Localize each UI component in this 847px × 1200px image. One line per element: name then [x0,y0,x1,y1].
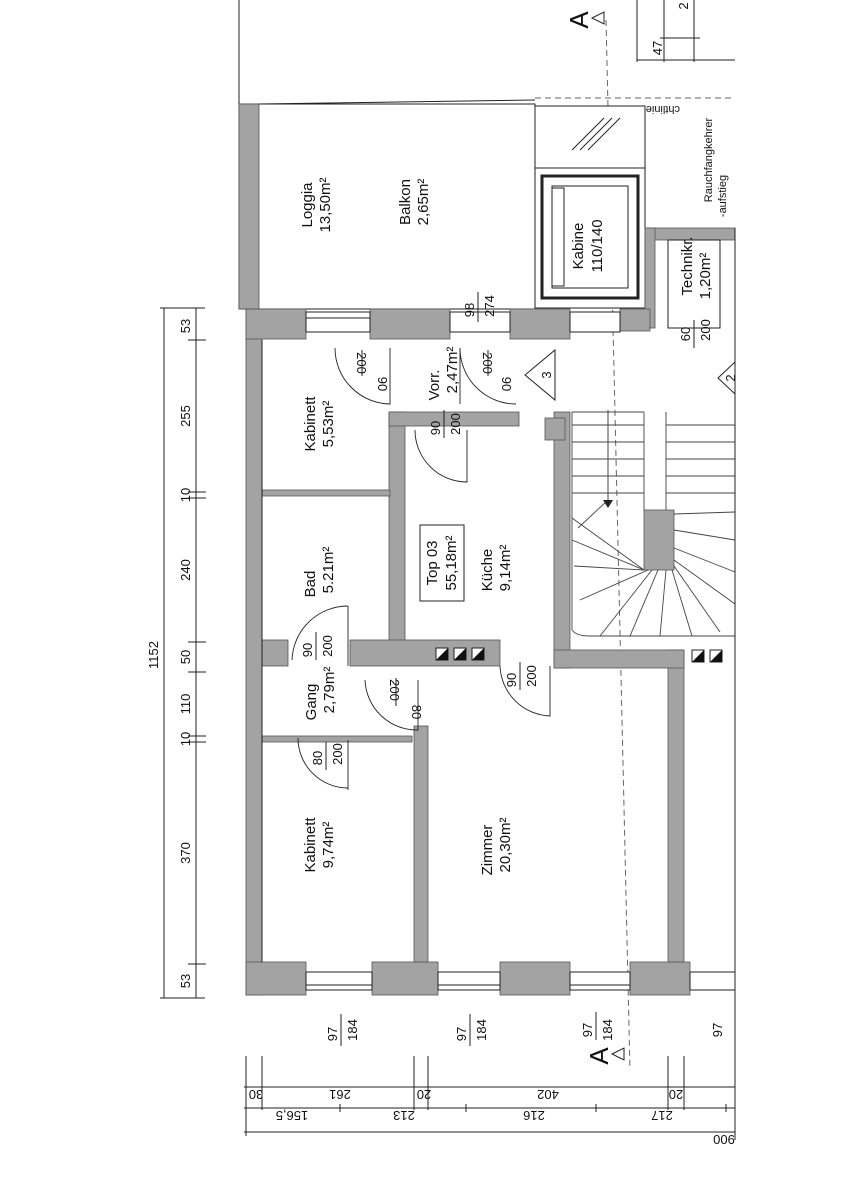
dim-bottom-r2-0: 156,5 [276,1108,309,1123]
room-kabinett2-area: 9,74m² [320,822,337,869]
door-6-w: 80 [310,751,325,765]
door-4-h: 200 [320,635,335,657]
dim-bottom-r1-0: 30 [249,1087,263,1102]
room-balkon-area: 2,65m² [415,179,432,226]
room-loggia-area: 13,50m² [317,177,334,232]
window-2-w: 97 [454,1027,469,1041]
room-kabine-name: Kabine [570,223,587,270]
dim-left-seg-8: 53 [178,974,193,988]
window-1-w: 97 [325,1027,340,1041]
door-7-h: 200 [524,665,539,687]
section-line-label: chtlinie [646,103,680,115]
room-technik-area: 1,20m² [697,253,714,300]
windows-top [305,311,621,333]
door-9-w: 98 [462,303,477,317]
room-bad-name: Bad [302,571,319,598]
door-8-h: 200 [698,319,713,341]
dim-bottom-r1-2: 20 [417,1087,431,1102]
dim-left-seg-2: 10 [178,488,193,502]
unit-name: Top 03 [424,540,441,585]
dim-left-seg-5: 110 [178,694,193,715]
room-kabinett2-name: Kabinett [302,817,319,873]
bottom-dimension-chain: 30 261 20 402 20 156,5 213 216 217 900 [244,1056,735,1147]
dim-left-seg-4: 50 [178,650,193,664]
dim-bottom-r2-1: 213 [393,1108,415,1123]
window-dimensions: 97 184 97 184 97 184 97 [325,1012,725,1046]
window-3-h: 184 [600,1019,615,1041]
door-9-h: 274 [482,295,497,317]
lift-cabin [534,167,646,309]
window-3-w: 97 [580,1023,595,1037]
door-1-w: 90 [375,377,390,391]
door-5-h: 200 [387,679,402,701]
door-3-h: 200 [448,413,463,435]
door-2-w: 90 [499,377,514,391]
top-dimension-block: 47 2 [636,0,735,62]
room-vorr-area: 2,47m² [444,347,461,394]
dim-left-seg-3: 240 [178,559,193,581]
room-kabinett1-name: Kabinett [302,396,319,452]
stair-number-3: 3 [539,371,554,378]
door-3-w: 90 [428,421,443,435]
technik-room [644,227,736,329]
dim-bottom-r1-3: 402 [537,1087,559,1102]
section-mark-top: A [564,11,605,29]
chimney-sweep-line1: Rauchfangkehrer [703,117,715,202]
door-5-w: 80 [409,705,424,719]
staircase [571,410,736,637]
door-swings [291,347,551,790]
dim-bottom-r1-4: 20 [669,1087,683,1102]
dim-left-total: 1152 [146,641,161,669]
window-1-h: 184 [345,1019,360,1041]
unit-label-box: Top 03 55,18m² [419,524,465,602]
stair-marker-3: 3 [524,348,556,402]
room-gang-area: 2,79m² [321,667,338,714]
room-zimmer-area: 20,30m² [497,817,514,872]
section-label-top: A [564,11,594,29]
left-dimension-chain: 1152 53 255 10 240 50 110 10 370 53 [146,307,206,999]
window-4-w: 97 [710,1023,725,1037]
stair-number-2: 2 [723,374,738,381]
dim-left-seg-0: 53 [178,319,193,333]
room-kabine-area: 110/140 [589,219,606,272]
room-vorr-name: Vorr. [426,370,443,401]
dim-left-seg-1: 255 [178,405,193,427]
room-bad-area: 5.21m² [320,547,337,594]
section-mark-bottom: A [584,1047,625,1065]
room-balkon-name: Balkon [397,179,414,225]
dim-bottom-r2-3: 217 [651,1108,673,1123]
chimney-sweep-note: Rauchfangkehrer -aufstieg [703,117,729,217]
door-dimensions: 200 90 200 90 90 200 90 200 200 80 80 20… [300,292,713,770]
room-gang-name: Gang [303,684,320,721]
window-2-h: 184 [474,1019,489,1041]
dim-left-seg-7: 370 [178,842,193,864]
door-4-w: 90 [300,643,315,657]
room-labels: Loggia 13,50m² Balkon 2,65m² Kabine 110/… [299,177,714,875]
door-7-w: 90 [504,673,519,687]
dim-left-seg-6: 10 [178,732,193,746]
door-6-h: 200 [330,743,345,765]
top-dim-2: 2 [676,2,691,9]
room-kueche-area: 9,14m² [497,545,514,592]
room-loggia-name: Loggia [299,182,316,228]
chimney-sweep-line2: -aufstieg [717,175,729,217]
lift-glass [534,105,646,169]
room-technik-name: Technikr. [679,236,696,295]
room-kabinett1-area: 5,53m² [320,401,337,448]
dim-bottom-r3-0: 900 [713,1132,735,1147]
room-zimmer-name: Zimmer [479,825,496,876]
section-label-bottom: A [584,1047,614,1065]
room-kueche-name: Küche [479,549,496,592]
chimney-blocks [435,647,723,663]
door-8-w: 60 [678,327,693,341]
top-dim-47: 47 [650,41,665,55]
dim-bottom-r2-2: 216 [523,1108,545,1123]
unit-area: 55,18m² [443,535,460,590]
dim-bottom-r1-1: 261 [329,1087,351,1102]
